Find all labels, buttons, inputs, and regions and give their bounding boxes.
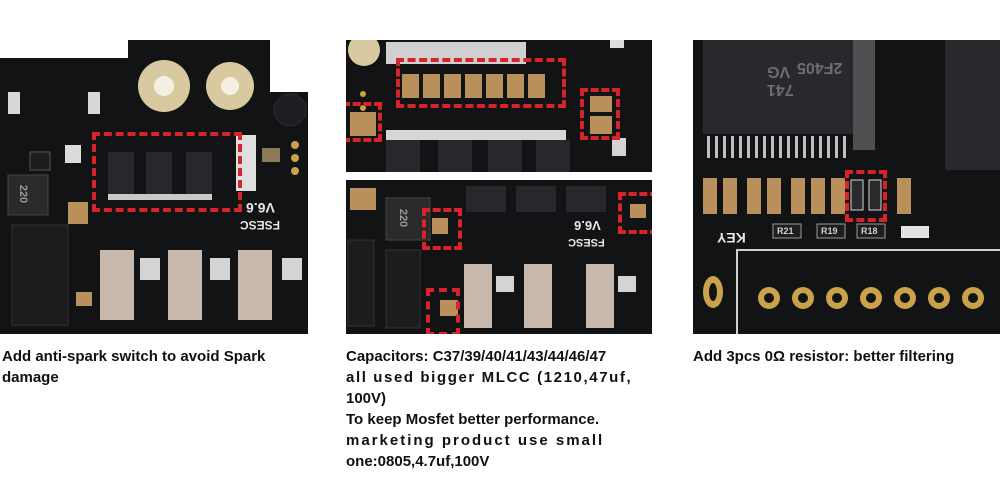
caption-line: To keep Mosfet better performance. <box>346 411 600 428</box>
left-silk-label-version: V6.6 <box>246 200 275 216</box>
left-caption: Add anti-spark switch to avoid Spark dam… <box>2 346 265 388</box>
left-silk-label-fsesc: FSESC <box>240 218 281 232</box>
middle-silk-label-version: V6.6 <box>574 218 601 233</box>
mcu-marking-line-2: VG <box>767 63 791 80</box>
middle-bottom-board-photo: FSESC V6.6 220 <box>346 180 652 334</box>
caption-line: all used bigger MLCC (1210,47uf, <box>346 369 633 386</box>
resistor-label: R18 <box>861 226 878 236</box>
middle-silk-label-fsesc: FSESC <box>568 236 605 248</box>
caption-line: 100V) <box>346 390 387 407</box>
capacitor-right-highlight <box>580 88 620 140</box>
capacitor-bank-highlight <box>396 58 566 108</box>
caption-line: Add anti-spark switch to avoid Spark <box>2 348 266 365</box>
resistor-label: R19 <box>821 226 838 236</box>
middle-bottom-illustration <box>346 180 652 334</box>
middle-caption: Capacitors: C37/39/40/41/43/44/46/47 all… <box>346 346 632 472</box>
mcu-marking-line-3: 741 <box>767 81 794 98</box>
caption-line: Add 3pcs 0Ω resistor: better filtering <box>693 348 955 365</box>
resistor-label: R21 <box>777 226 794 236</box>
right-caption: Add 3pcs 0Ω resistor: better filtering <box>693 346 954 367</box>
left-board-illustration <box>0 40 308 334</box>
caption-line: Capacitors: C37/39/40/41/43/44/46/47 <box>346 348 607 365</box>
capacitor-bottom-highlight <box>426 288 460 334</box>
middle-chip-label: 220 <box>397 208 410 228</box>
caption-line: damage <box>2 369 59 386</box>
anti-spark-highlight <box>92 132 242 212</box>
capacitor-far-right-highlight <box>618 192 652 234</box>
right-board-illustration <box>693 40 1000 334</box>
middle-top-board-photo <box>346 40 652 172</box>
caption-line: marketing product use small <box>346 432 605 449</box>
capacitor-left-highlight <box>346 102 382 142</box>
mcu-marking-line-1: 2F405 <box>797 59 843 76</box>
left-board-photo: FSESC V6.6 220 <box>0 40 308 334</box>
caption-line: one:0805,4.7uf,100V <box>346 453 490 470</box>
resistor-highlight <box>845 170 887 222</box>
right-board-photo: 2F405 VG 741 KEY R21 R19 R18 <box>693 40 1000 334</box>
capacitor-mid-highlight <box>422 208 462 250</box>
silk-key-label: KEY <box>717 230 746 246</box>
left-chip-label: 220 <box>17 184 30 204</box>
